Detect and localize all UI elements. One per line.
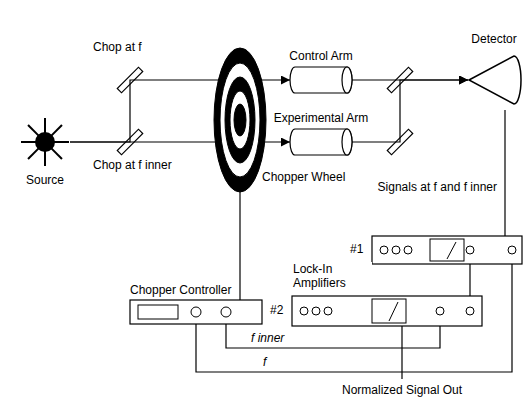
meter [372,299,406,323]
meter [430,239,464,261]
knob [392,246,400,254]
terminal [191,307,201,317]
signal-wire [239,192,240,300]
annotation: Chop at f inner [92,158,173,172]
terminal [508,246,516,254]
light-ray [21,141,37,143]
wheel-ring [214,48,266,192]
output-wire [401,326,402,379]
knob [380,246,388,254]
sample-cell: Control Arm [290,67,352,93]
shape-outline [372,236,522,264]
instrument-case [292,296,482,326]
instrument-case [372,236,522,264]
light-ray [28,148,39,159]
node-label: #1 [350,242,363,256]
display [138,305,178,319]
signal-wire [226,324,440,348]
chopper-wheel: Chopper Wheel [214,48,266,192]
annotation: Signals at f and f inner [377,180,498,194]
node-label: Chopper Controller [130,283,231,297]
shape-outline [292,296,482,326]
annotation: Chop at f [92,40,143,54]
node-label: Detector [471,32,516,46]
shape-outline [130,300,262,324]
light-ray [44,150,46,166]
shape-outline [468,50,524,110]
cylinder-body [290,67,352,93]
wheel-ring [220,63,260,177]
shape-outline [214,48,266,192]
terminal [221,307,231,317]
wheel-ring [234,104,246,136]
node-label: #2 [270,303,283,317]
instrument-case [130,300,262,324]
terminal [466,246,474,254]
chopper-controller: Chopper Controller [130,300,262,324]
cylinder-end [342,129,352,155]
sample-cell: Experimental Arm [290,129,352,155]
cylinder-body [290,129,352,155]
signal-name: f inner [250,331,285,345]
lock-in-amplifier: #2 [292,296,482,326]
terminal [436,307,444,315]
signal-wire [469,264,470,296]
knob [404,246,412,254]
signal-wire [504,110,505,236]
shape-outline [290,129,352,155]
signal-name: f [262,355,267,369]
wheel-ring [230,91,250,149]
cylinder-end [342,67,352,93]
meter-needle [389,302,398,321]
detector-cone [469,56,521,104]
annotation: Lock-In Amplifiers [292,262,372,290]
light-source: Source [20,117,70,167]
node-label: Chopper Wheel [262,170,345,184]
lamp [35,132,55,152]
light-ray [44,118,46,134]
knob [300,307,308,315]
terminal [466,307,474,315]
light-ray [51,125,62,136]
wheel-ring [225,77,255,163]
lock-in-amplifier: #1 [372,236,522,264]
light-ray [53,141,69,143]
meter-needle [447,242,456,259]
light-beam [352,80,468,142]
node-label: Source [26,173,64,187]
node-label: Experimental Arm [274,111,369,125]
annotation: Normalized Signal Out [341,383,463,397]
light-ray [51,148,62,159]
shape-outline [20,117,70,167]
node-label: Control Arm [289,49,352,63]
light-ray [28,125,39,136]
knob [324,307,332,315]
knob [312,307,320,315]
detector: Detector [468,50,524,110]
shape-outline [290,67,352,93]
